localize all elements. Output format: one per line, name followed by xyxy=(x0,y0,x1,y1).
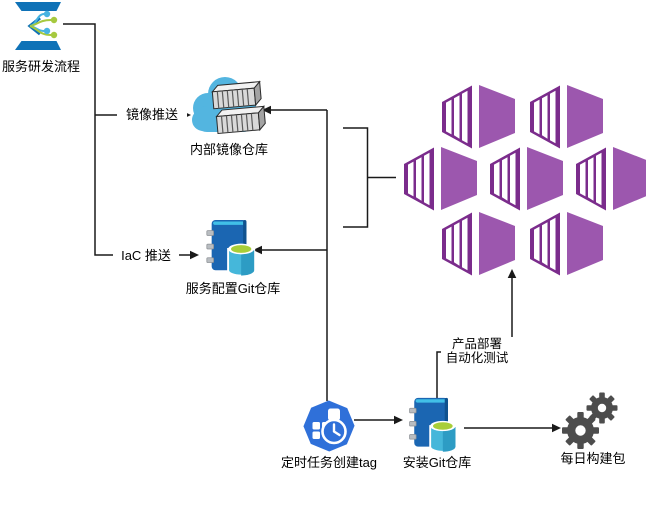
pipeline-icon xyxy=(15,2,61,50)
deploy-test-edge-label: 产品部署 自动化测试 xyxy=(441,337,513,365)
deploy-label-line2: 自动化测试 xyxy=(445,351,509,365)
deploy-label-line1: 产品部署 xyxy=(451,337,502,351)
scheduler-clock-icon xyxy=(303,400,355,452)
config-git-repo-label: 服务配置Git仓库 xyxy=(185,281,281,296)
dev-process-node[interactable] xyxy=(12,2,64,50)
daily-build-label: 每日构建包 xyxy=(560,451,626,466)
hexagon-icon[interactable] xyxy=(530,85,603,149)
containers-icon xyxy=(211,80,266,135)
git-repo-icon xyxy=(206,220,256,277)
arrowhead-to-config xyxy=(253,245,262,255)
service-cluster[interactable] xyxy=(398,80,646,282)
image-registry-node[interactable] xyxy=(186,72,272,146)
arrowhead-to-install xyxy=(394,415,403,425)
image-registry-label: 内部镜像仓库 xyxy=(189,142,268,157)
image-push-edge-label: 镜像推送 xyxy=(117,107,187,122)
hexagon-icon[interactable] xyxy=(442,212,515,276)
daily-build-node[interactable] xyxy=(560,392,622,450)
database-cylinder-icon xyxy=(227,243,256,277)
config-git-repo-node[interactable] xyxy=(202,218,260,280)
git-repo-icon xyxy=(409,397,457,453)
hexagon-icon[interactable] xyxy=(404,147,477,211)
install-git-repo-node[interactable] xyxy=(404,396,462,456)
edge-dev-trunk xyxy=(63,23,190,256)
gears-icon xyxy=(562,392,618,449)
arrowhead-to-cluster xyxy=(507,269,517,278)
hexagon-icon[interactable] xyxy=(530,212,603,276)
arrowhead-to-registry xyxy=(262,105,271,115)
gear-large xyxy=(562,412,599,449)
scheduled-task-label: 定时任务创建tag xyxy=(280,455,378,470)
arrowhead-iac-push xyxy=(190,250,199,260)
dev-process-label: 服务研发流程 xyxy=(1,59,80,74)
arrowhead-to-build xyxy=(552,423,561,433)
hexagon-icon[interactable] xyxy=(490,147,563,211)
brace-connector xyxy=(343,127,369,228)
iac-push-edge-label: IaC 推送 xyxy=(113,248,179,263)
install-git-repo-label: 安装Git仓库 xyxy=(402,455,472,470)
scheduled-task-node[interactable] xyxy=(303,400,355,452)
hexagon-icon[interactable] xyxy=(442,85,515,149)
database-cylinder-icon xyxy=(429,420,457,453)
hexagon-icon[interactable] xyxy=(576,147,646,211)
